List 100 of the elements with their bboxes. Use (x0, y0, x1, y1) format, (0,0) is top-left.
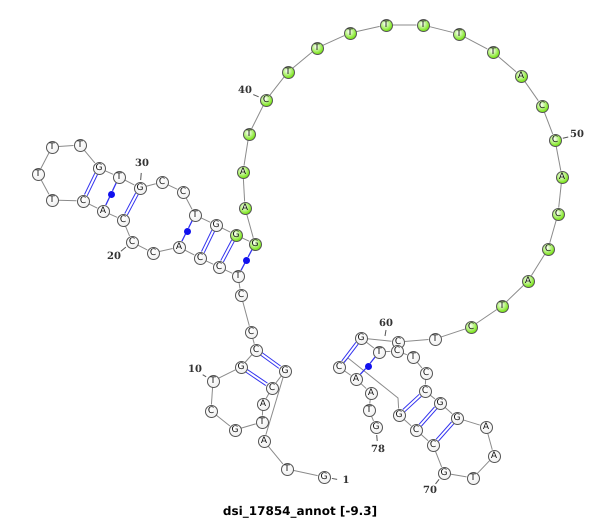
nucleotide-circle: T (74, 138, 86, 152)
nucleotide-circle: A (238, 202, 252, 214)
nucleotide-circle: T (242, 128, 256, 140)
base-pair-line (260, 352, 282, 369)
backbone-line (240, 423, 256, 429)
nucleotide-circle: C (542, 242, 554, 256)
position-number: 70 (422, 485, 438, 496)
backbone-line (218, 369, 236, 379)
backbone-line (476, 309, 498, 324)
nucleotide-circle: T (282, 66, 294, 78)
nucleotide-circle: A (556, 170, 568, 184)
nucleotide-circle: G (210, 218, 222, 232)
nucleotide-circle: T (46, 194, 58, 206)
backbone-line (184, 250, 195, 256)
base-pair-line (418, 406, 438, 427)
base-pair-line (220, 240, 235, 262)
nucleotide-circle: G (434, 396, 446, 410)
nucleotide-circle: G (450, 412, 464, 424)
nucleotide-circle: C (116, 214, 130, 226)
nucleotide-circle: A (522, 274, 534, 288)
base-pair-line (84, 172, 98, 196)
backbone-line (322, 35, 345, 46)
nucleotide-circle: T (344, 26, 356, 40)
nucleotide-circle: A (258, 434, 270, 448)
backbone-line (124, 226, 130, 236)
nucleotide-circle: T (428, 332, 442, 346)
nucleotide-circle: T (206, 374, 220, 388)
nucleotide-circle: C (332, 360, 346, 374)
backbone-line (124, 180, 135, 186)
base-pair-line (245, 368, 268, 386)
base-pair-line (370, 356, 376, 364)
position-number: 20 (106, 251, 122, 262)
backbone-line (246, 214, 254, 238)
backbone-line (40, 179, 50, 195)
backbone-line (104, 170, 114, 175)
position-number: 1 (342, 475, 350, 486)
base-pair-line (436, 421, 454, 442)
backbone-line (524, 80, 539, 102)
backbone-line (343, 357, 400, 409)
backbone-line (434, 450, 442, 468)
backbone-line (464, 36, 488, 50)
base-pair-line (341, 342, 359, 364)
nucleotide-circle: T (406, 350, 420, 364)
base-pair-line (402, 394, 422, 412)
backbone-line (404, 339, 430, 342)
backbone-line (244, 354, 252, 363)
backbone-line (262, 410, 264, 416)
backbone-line (356, 26, 380, 32)
nucleotide-circle: G (354, 332, 368, 344)
backbone-line (292, 470, 318, 476)
backbone-line (450, 474, 468, 478)
backbone-line (242, 178, 246, 202)
nucleotide-circle: T (486, 46, 500, 58)
nucleotide-circle: A (256, 398, 270, 410)
backbone-line (265, 376, 284, 436)
nucleotide-circle: C (418, 384, 432, 398)
backbone-line (366, 338, 392, 342)
nucleotide-circle: A (488, 450, 500, 462)
position-number: 60 (379, 318, 393, 329)
nucleotide-circle: C (194, 252, 206, 264)
nucleotide-circle: G (92, 162, 106, 174)
nucleotide-circle: A (96, 204, 110, 218)
nucleotide-circle: T (362, 404, 376, 416)
nucleotide-circle: A (514, 70, 528, 82)
position-number: 50 (569, 129, 585, 140)
backbone-line (385, 350, 391, 352)
nucleotide-circle: A (172, 240, 186, 254)
backbone-line (440, 328, 466, 338)
base-pair-line (360, 368, 366, 375)
nucleotide-circle: C (244, 326, 258, 338)
nucleotide-circle: T (280, 462, 294, 476)
nucleotide-circle: T (466, 472, 480, 484)
backbone-line (487, 432, 493, 450)
backbone-line (137, 244, 148, 250)
base-pair-line (188, 220, 193, 228)
nucleotide-circle: C (260, 94, 272, 106)
base-pair-line (124, 192, 139, 216)
backbone-line (444, 406, 453, 414)
nucleotide-circle: C (266, 382, 278, 394)
nucleotide-circle: C (250, 344, 262, 356)
backbone-line (506, 285, 524, 302)
backbone-line (242, 300, 250, 326)
pair-dot (243, 256, 250, 264)
backbone-line (292, 52, 312, 68)
backbone-line (268, 446, 284, 464)
nucleotide-circle: T (310, 42, 324, 54)
backbone-line (244, 140, 248, 166)
nucleotide-circle: G (278, 364, 292, 378)
backbone-line (58, 200, 77, 202)
position-number: 10 (187, 364, 203, 375)
base-pair-line (248, 249, 253, 258)
backbone-line (88, 203, 98, 209)
backbone-line (186, 197, 192, 210)
structure-caption: dsi_17854_annot [-9.3] (222, 504, 378, 518)
backbone-line (146, 183, 156, 187)
base-pair-line (200, 230, 216, 254)
nucleotide-circle: A (236, 166, 250, 178)
nucleotide-circle: G (228, 424, 242, 436)
position-number: 40 (237, 85, 253, 96)
nucleotide-circle: C (76, 194, 90, 208)
